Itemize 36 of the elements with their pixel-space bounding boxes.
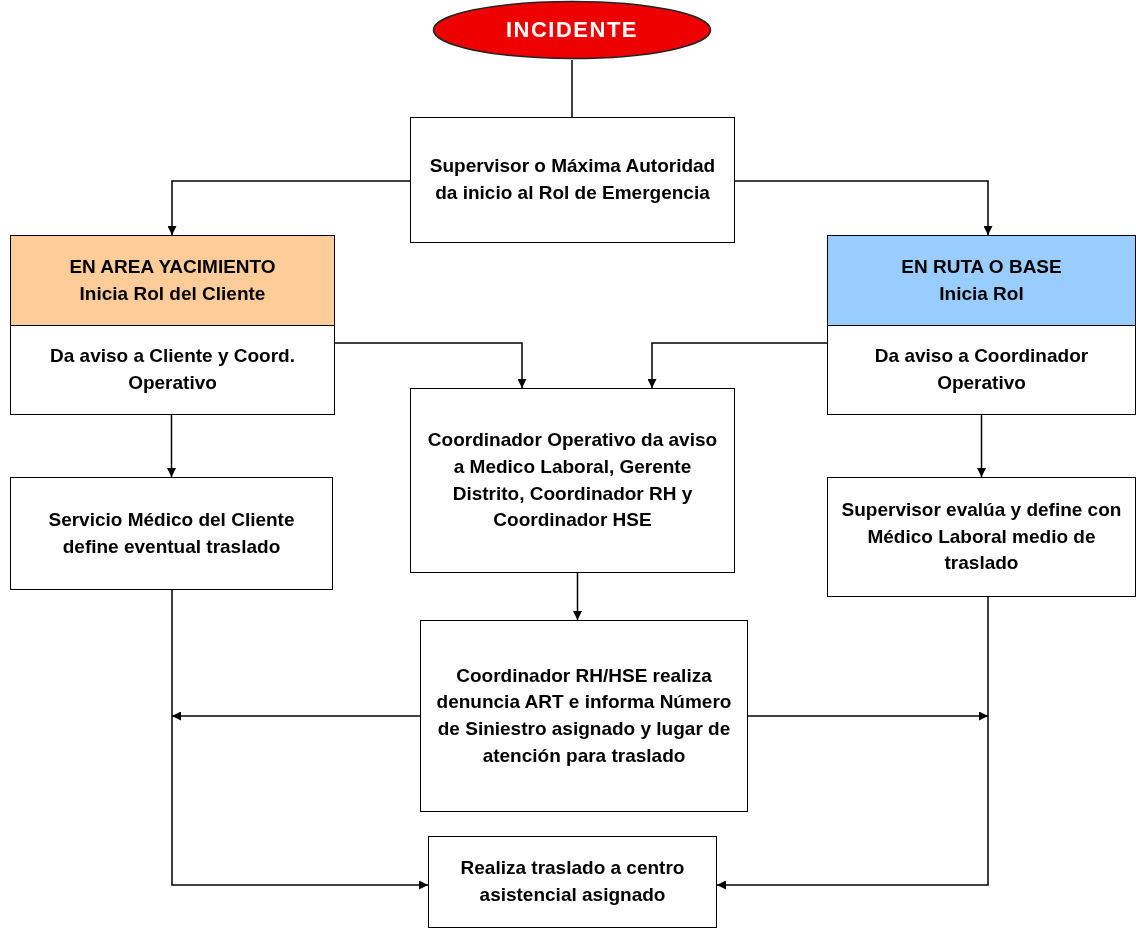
- node-text: Realiza traslado a centro asistencial asignado: [459, 856, 686, 907]
- arrow: [167, 414, 176, 478]
- connector-line: [571, 59, 573, 118]
- process-box: [827, 477, 1136, 597]
- process-box: [10, 477, 333, 590]
- node-text: Servicio Médico del Cliente define eventual traslado: [47, 507, 296, 559]
- node-text: Da aviso a Cliente y Coord. Operativo: [49, 344, 296, 395]
- process-box: [428, 836, 717, 928]
- process-box: [10, 325, 335, 415]
- node-text: INCIDENTE: [505, 15, 639, 44]
- node-text: Coordinador Operativo da aviso a Medico Laboral, Gerente Distrito, Coordinador RH y Coordinador HSE: [426, 428, 719, 533]
- arrow: [716, 596, 989, 890]
- process-box: [410, 388, 735, 573]
- node-text: Da aviso a Coordinador Operativo: [873, 344, 1090, 395]
- arrow: [734, 180, 993, 236]
- node-text: EN AREA YACIMIENTO: [69, 254, 276, 279]
- process-box: [420, 620, 748, 812]
- node-text: Inicia Rol del Cliente: [79, 281, 266, 306]
- arrow: [977, 414, 986, 478]
- process-box: [410, 117, 735, 243]
- start-ellipse: [432, 0, 712, 60]
- node-text: Inicia Rol: [939, 281, 1024, 306]
- node-text: Supervisor o Máxima Autoridad da inicio al Rol de Emergencia: [428, 154, 717, 205]
- arrow: [747, 711, 989, 721]
- arrow: [573, 572, 582, 621]
- arrow: [167, 180, 411, 236]
- process-box: [827, 325, 1136, 415]
- node-text: Coordinador RH/HSE realiza denuncia ART e informa Número de Siniestro asignado y lugar de atención para traslado: [435, 663, 733, 768]
- header-box: [827, 235, 1136, 326]
- arrow: [647, 342, 828, 389]
- arrow: [171, 589, 429, 890]
- node-text: EN RUTA O BASE: [901, 254, 1062, 279]
- arrow: [171, 711, 421, 721]
- arrow: [334, 342, 527, 389]
- node-text: Supervisor evalúa y define con Médico Laboral medio de traslado: [840, 498, 1123, 576]
- header-box: [10, 235, 335, 326]
